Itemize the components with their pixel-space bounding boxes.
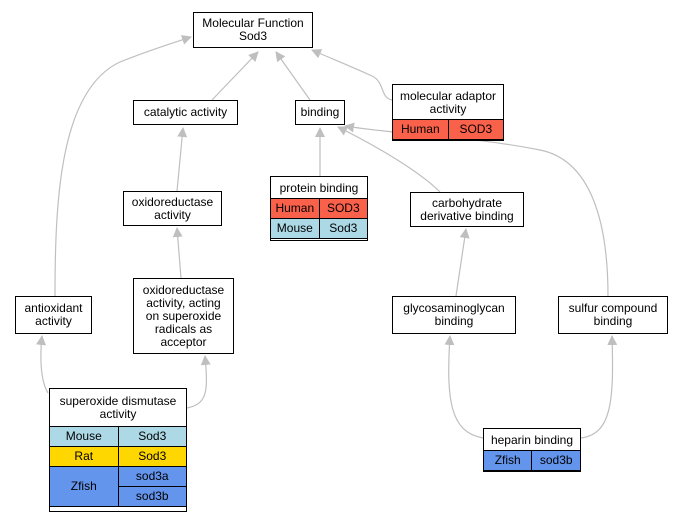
- species-cell: Rat: [49, 446, 119, 467]
- node-antioxidant-activity[interactable]: antioxidant activity: [15, 296, 92, 334]
- gene-row-zfish: Zfish sod3b: [482, 450, 581, 471]
- gene-row-zfish: Zfish sod3a: [49, 466, 188, 507]
- node-heparin-binding[interactable]: heparin binding Zfish sod3b: [482, 428, 581, 472]
- node-label: protein binding: [279, 180, 359, 195]
- gene-row-mouse: Mouse Sod3: [270, 218, 369, 239]
- node-oxidoreductase-activity[interactable]: oxidoreductase activity: [123, 191, 222, 226]
- edge-binding-to-molecular-function: [275, 51, 311, 101]
- edge-adaptor-to-molecular-function: [311, 49, 393, 101]
- gene-row-human: Human SOD3: [392, 119, 505, 140]
- edge-sod-to-antioxidant: [36, 335, 49, 394]
- edge-glycosaminoglycan-to-carbohydrate: [455, 228, 470, 297]
- species-cell: Human: [270, 198, 320, 219]
- edge-oxidoreductase-to-catalytic: [176, 127, 188, 192]
- gene-table: Human SOD3: [392, 119, 505, 140]
- edge-superoxide-to-oxidoreductase: [172, 227, 183, 279]
- node-label: sulfur compound binding: [568, 301, 658, 328]
- node-molecular-adaptor-activity[interactable]: molecular adaptor activity Human SOD3: [392, 84, 505, 141]
- species-cell: Mouse: [270, 218, 320, 239]
- node-carbohydrate-derivative-binding[interactable]: carbohydrate derivative binding: [410, 192, 524, 227]
- gene-row-mouse: Mouse Sod3: [49, 426, 188, 447]
- edge-catalytic-to-molecular-function: [211, 51, 259, 101]
- gene-cell[interactable]: SOD3: [447, 119, 505, 140]
- node-glycosaminoglycan-binding[interactable]: glycosaminoglycan binding: [392, 296, 516, 334]
- species-cell: Mouse: [49, 426, 119, 447]
- node-label: glycosaminoglycan binding: [403, 301, 505, 328]
- gene-table: Mouse Sod3 Rat Sod3 Zfish sod3a sod3b: [49, 426, 188, 507]
- node-molecular-function[interactable]: Molecular Function Sod3: [193, 12, 313, 48]
- gene-table: Zfish sod3b: [482, 450, 581, 471]
- gene-cell[interactable]: sod3b: [117, 486, 188, 507]
- node-label: heparin binding: [490, 432, 574, 447]
- node-label: oxidoreductase activity, acting on super…: [142, 282, 225, 349]
- gene-cell[interactable]: sod3b: [531, 450, 581, 471]
- gene-row-zfish-2: sod3b: [50, 486, 188, 507]
- gene-cell[interactable]: sod3a: [117, 466, 188, 487]
- gene-cell[interactable]: Sod3: [318, 218, 369, 239]
- node-protein-binding[interactable]: protein binding Human SOD3 Mouse Sod3: [270, 176, 369, 241]
- node-label: binding: [300, 105, 340, 119]
- gene-cell[interactable]: SOD3: [318, 198, 369, 219]
- node-label: oxidoreductase activity: [131, 194, 214, 222]
- edge-carbohydrate-to-binding: [337, 126, 441, 193]
- species-cell: Zfish: [482, 450, 533, 471]
- species-cell: Zfish: [49, 466, 119, 507]
- node-oxidoreductase-superoxide[interactable]: oxidoreductase activity, acting on super…: [133, 278, 234, 354]
- gene-cell[interactable]: Sod3: [117, 426, 188, 447]
- node-label: catalytic activity: [143, 105, 228, 119]
- gene-table: Human SOD3 Mouse Sod3: [270, 198, 369, 239]
- node-label: superoxide dismutase activity: [59, 394, 177, 421]
- edge-heparin-to-glycosaminoglycan: [444, 335, 484, 439]
- node-superoxide-dismutase-activity[interactable]: superoxide dismutase activity Mouse Sod3…: [49, 388, 188, 512]
- edge-heparin-to-sulfur: [580, 335, 618, 439]
- node-label: carbohydrate derivative binding: [420, 195, 514, 223]
- edge-antioxidant-to-molecular-function: [54, 35, 192, 297]
- edge-sod-to-oxidoreductase-superoxide: [186, 355, 211, 409]
- node-label: molecular adaptor activity: [399, 88, 497, 116]
- gene-cell[interactable]: Sod3: [117, 446, 188, 467]
- node-sulfur-compound-binding[interactable]: sulfur compound binding: [558, 296, 668, 334]
- node-binding[interactable]: binding: [295, 100, 345, 125]
- node-catalytic-activity[interactable]: catalytic activity: [133, 100, 238, 125]
- species-cell: Human: [392, 119, 449, 140]
- gene-row-human: Human SOD3: [270, 198, 369, 219]
- gene-row-rat: Rat Sod3: [49, 446, 188, 467]
- node-label: Molecular Function Sod3: [202, 16, 304, 43]
- node-label: antioxidant activity: [24, 301, 83, 328]
